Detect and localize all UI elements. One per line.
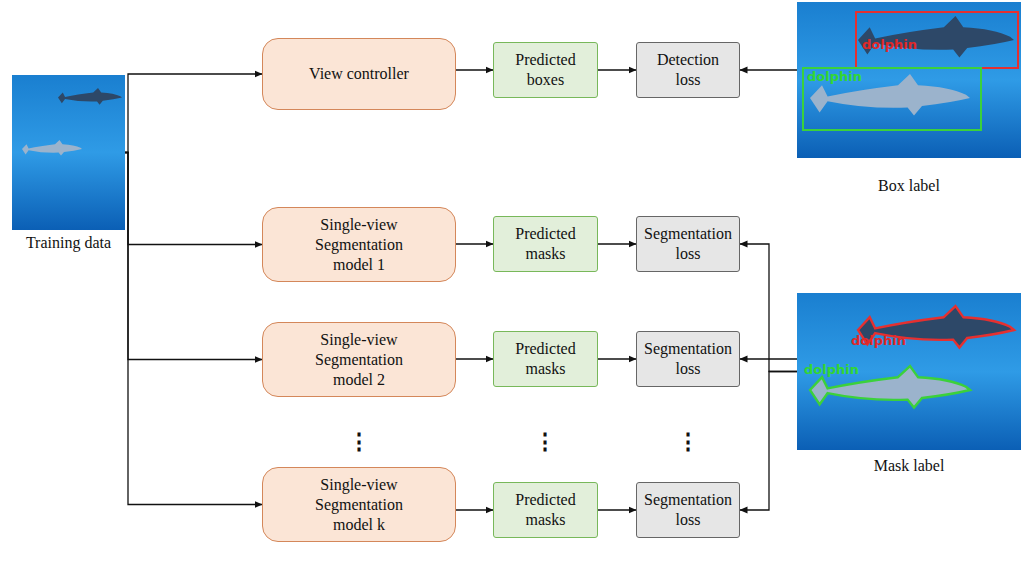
arrow-connector — [740, 372, 797, 511]
arrow-connector — [598, 243, 636, 244]
arrow-connector — [125, 153, 262, 245]
arrow-connector — [740, 358, 797, 359]
arrow-connector — [456, 243, 493, 244]
loss-box: Segmentation loss — [636, 331, 740, 387]
arrow-connector — [598, 509, 636, 510]
class-label: dolphin — [862, 37, 917, 52]
continuation-dots: ⋮ — [677, 428, 699, 454]
output-box: Predicted boxes — [493, 42, 598, 98]
arrow-connector — [456, 358, 493, 359]
arrow-connector — [125, 74, 262, 153]
model-box: Single-view Segmentation model 2 — [262, 322, 456, 397]
node-text: Single-view Segmentation model 1 — [298, 215, 420, 275]
arrow-connector — [598, 69, 636, 70]
box-label-image — [797, 2, 1021, 158]
image-caption: Box label — [878, 177, 940, 195]
mask-label-image — [797, 293, 1021, 450]
output-box: Predicted masks — [493, 216, 598, 272]
node-text: Segmentation loss — [644, 339, 732, 379]
continuation-dots: ⋮ — [348, 428, 370, 454]
output-box: Predicted masks — [493, 482, 598, 538]
loss-box: Segmentation loss — [636, 482, 740, 538]
node-text: Segmentation loss — [644, 490, 732, 530]
arrow-connector — [456, 509, 493, 510]
model-box: Single-view Segmentation model 1 — [262, 207, 456, 282]
node-text: Single-view Segmentation model 2 — [298, 330, 420, 390]
image-node: Training data — [12, 75, 125, 230]
node-text: Predicted masks — [501, 490, 590, 530]
arrow-connector — [740, 244, 797, 372]
node-text: View controller — [309, 64, 409, 84]
arrow-connector — [740, 69, 797, 70]
training-image — [12, 75, 125, 230]
arrow-connector — [456, 69, 493, 70]
model-box: View controller — [262, 38, 456, 110]
node-text: Predicted boxes — [501, 50, 590, 90]
class-label: dolphin — [804, 362, 859, 377]
continuation-dots: ⋮ — [534, 428, 556, 454]
node-text: Detection loss — [644, 50, 732, 90]
loss-box: Detection loss — [636, 42, 740, 98]
arrow-connector — [125, 153, 262, 360]
arrow-connector — [598, 358, 636, 359]
image-caption: Mask label — [874, 457, 945, 475]
class-label: dolphin — [807, 69, 862, 84]
loss-box: Segmentation loss — [636, 216, 740, 272]
image-caption: Training data — [26, 234, 111, 252]
output-box: Predicted masks — [493, 331, 598, 387]
node-text: Segmentation loss — [644, 224, 732, 264]
node-text: Predicted masks — [501, 224, 590, 264]
node-text: Predicted masks — [501, 339, 590, 379]
arrow-connector — [125, 153, 262, 505]
class-label: dolphin — [851, 333, 906, 348]
model-box: Single-view Segmentation model k — [262, 467, 456, 542]
node-text: Single-view Segmentation model k — [298, 475, 420, 535]
